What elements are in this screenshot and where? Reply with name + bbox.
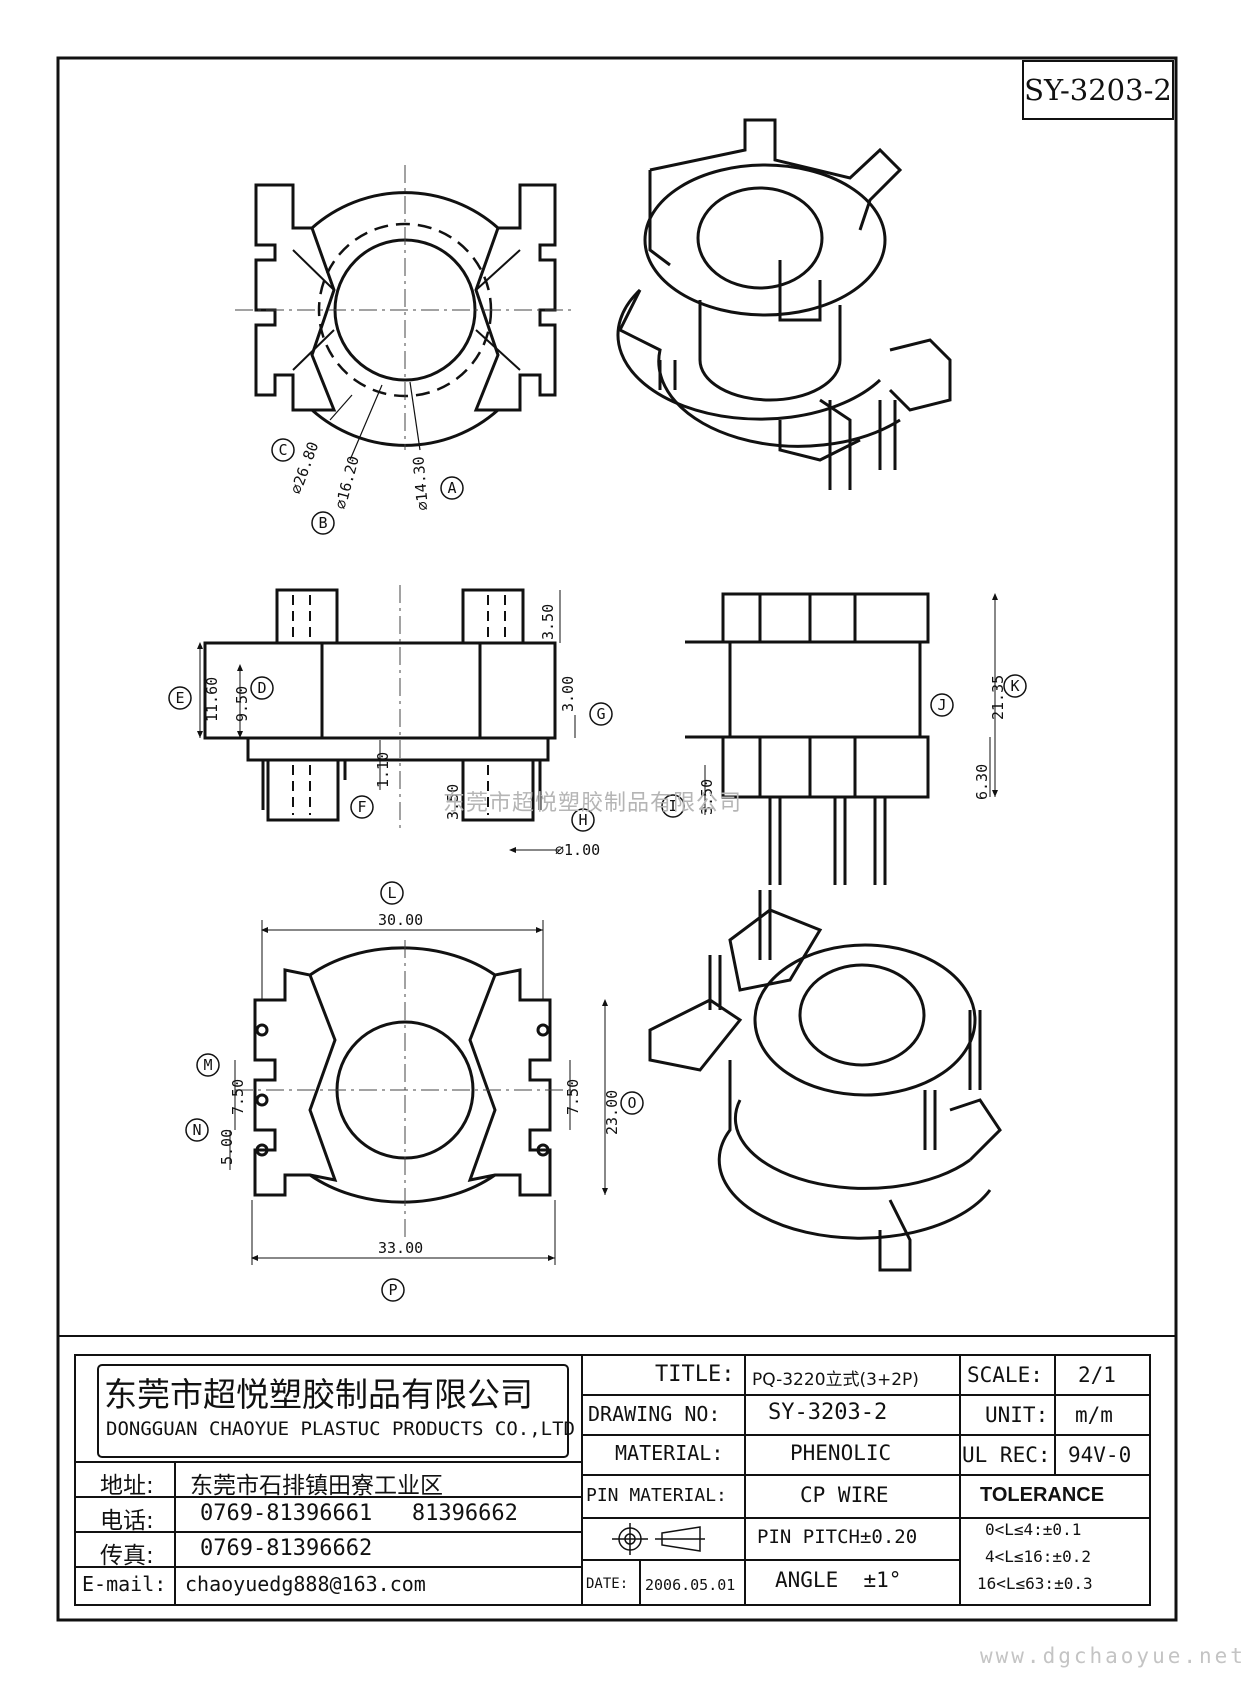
dim-2300: 23.00	[603, 1090, 621, 1135]
phone-value: 0769-81396661 81396662	[200, 1501, 518, 1526]
dim-350-top: 3.50	[539, 604, 557, 640]
dim-d1430: ⌀14.30	[409, 456, 432, 512]
website-watermark: www.dgchaoyue.net	[980, 1644, 1241, 1668]
dim-500: 5.00	[218, 1129, 236, 1165]
front-view-dimlines	[704, 593, 998, 815]
callout-i: I	[668, 797, 677, 815]
callout-h: H	[578, 811, 587, 829]
dim-110: 1.10	[374, 752, 392, 788]
fax-label: 传真:	[100, 1543, 154, 1569]
ul-rec-label: UL REC:	[962, 1443, 1051, 1467]
outer-border	[56, 56, 1178, 1622]
dim-750-left: 7.50	[229, 1079, 247, 1115]
dim-350-bottom: 3.50	[444, 784, 462, 820]
unit-value: m/m	[1075, 1403, 1113, 1427]
dim-d100: ⌀1.00	[555, 841, 600, 859]
callout-a: A	[447, 479, 456, 497]
pin-pitch: PIN PITCH±0.20	[757, 1526, 918, 1548]
dim-350-front: 3.50	[698, 779, 716, 815]
dim-d1620: ⌀16.20	[331, 454, 362, 511]
top-view-centerlines	[235, 165, 575, 450]
dim-3300: 33.00	[378, 1239, 423, 1257]
bottom-view	[253, 946, 552, 1204]
dim-750-right: 7.50	[564, 1079, 582, 1115]
callout-k: K	[1010, 677, 1019, 695]
bottom-view-centerlines	[235, 940, 575, 1240]
top-view	[254, 183, 557, 447]
drawing-number-tag: SY-3203-2	[1022, 60, 1174, 120]
tolerance-label: TOLERANCE	[980, 1484, 1105, 1506]
isometric-view-bottom	[648, 890, 1002, 1272]
callout-b: B	[318, 514, 327, 532]
isometric-view-top	[616, 118, 952, 490]
pin-material-label: PIN MATERIAL:	[586, 1485, 727, 1506]
dim-300: 3.00	[559, 676, 577, 712]
tolerance-line-1: 0<L≤4:±0.1	[985, 1520, 1082, 1539]
title-block-grid	[74, 1354, 1151, 1606]
projection-symbol-icon	[612, 1523, 705, 1555]
callout-m: M	[203, 1056, 212, 1074]
callout-j: J	[937, 696, 946, 714]
material-label: MATERIAL:	[615, 1441, 724, 1465]
callout-f: F	[357, 798, 366, 816]
ul-rec-value: 94V-0	[1068, 1443, 1132, 1467]
dim-2135: 21.35	[989, 675, 1007, 720]
title-value: PQ-3220立式(3+2P)	[752, 1370, 919, 1390]
dim-1160: 11.60	[203, 677, 221, 722]
drawing-no-label: DRAWING NO:	[588, 1402, 721, 1426]
front-view	[685, 592, 930, 885]
email-label: E-mail:	[82, 1572, 167, 1596]
email-value: chaoyuedg888@163.com	[185, 1572, 426, 1596]
callouts	[168, 438, 1027, 1302]
callout-g: G	[596, 705, 605, 723]
callout-n: N	[192, 1121, 201, 1139]
material-value: PHENOLIC	[790, 1441, 892, 1465]
unit-label: UNIT:	[985, 1403, 1049, 1427]
address-label: 地址:	[100, 1473, 154, 1499]
fax-value: 0769-81396662	[200, 1536, 373, 1561]
scale-label: SCALE:	[967, 1363, 1043, 1387]
callout-l: L	[387, 884, 396, 902]
bottom-view-dimlines	[229, 920, 608, 1265]
callout-d: D	[257, 679, 266, 697]
phone-label: 电话:	[100, 1508, 154, 1534]
address-value: 东莞市石排镇田寮工业区	[190, 1473, 443, 1499]
dim-3000: 30.00	[378, 911, 423, 929]
title-label: TITLE:	[655, 1362, 735, 1387]
date-value: 2006.05.01	[645, 1576, 736, 1594]
dim-950: 9.50	[233, 686, 251, 722]
company-name-en: DONGGUAN CHAOYUE PLASTUC PRODUCTS CO.,LT…	[106, 1418, 575, 1440]
callout-c: C	[278, 441, 287, 459]
callout-p: P	[388, 1281, 397, 1299]
date-label: DATE:	[586, 1576, 629, 1592]
top-view-leaders	[329, 381, 421, 461]
tolerance-line-3: 16<L≤63:±0.3	[977, 1574, 1093, 1593]
watermark-text: 东莞市超悦塑胶制品有限公司	[443, 791, 743, 816]
side-view-dimlines	[197, 590, 576, 853]
side-view-hidden	[292, 595, 506, 815]
drawing-no-value: SY-3203-2	[768, 1400, 888, 1425]
callout-o: O	[627, 1094, 636, 1112]
angle-tolerance: ANGLE ±1°	[775, 1568, 902, 1592]
pin-material-value: CP WIRE	[800, 1483, 889, 1507]
scale-value: 2/1	[1078, 1363, 1116, 1387]
callout-letters: A B C D E F G H I J K L M N O P	[175, 441, 1019, 1299]
callout-e: E	[175, 689, 184, 707]
company-name-cn: 东莞市超悦塑胶制品有限公司	[104, 1375, 533, 1414]
dim-630: 6.30	[973, 764, 991, 800]
tolerance-line-2: 4<L≤16:±0.2	[985, 1547, 1091, 1566]
